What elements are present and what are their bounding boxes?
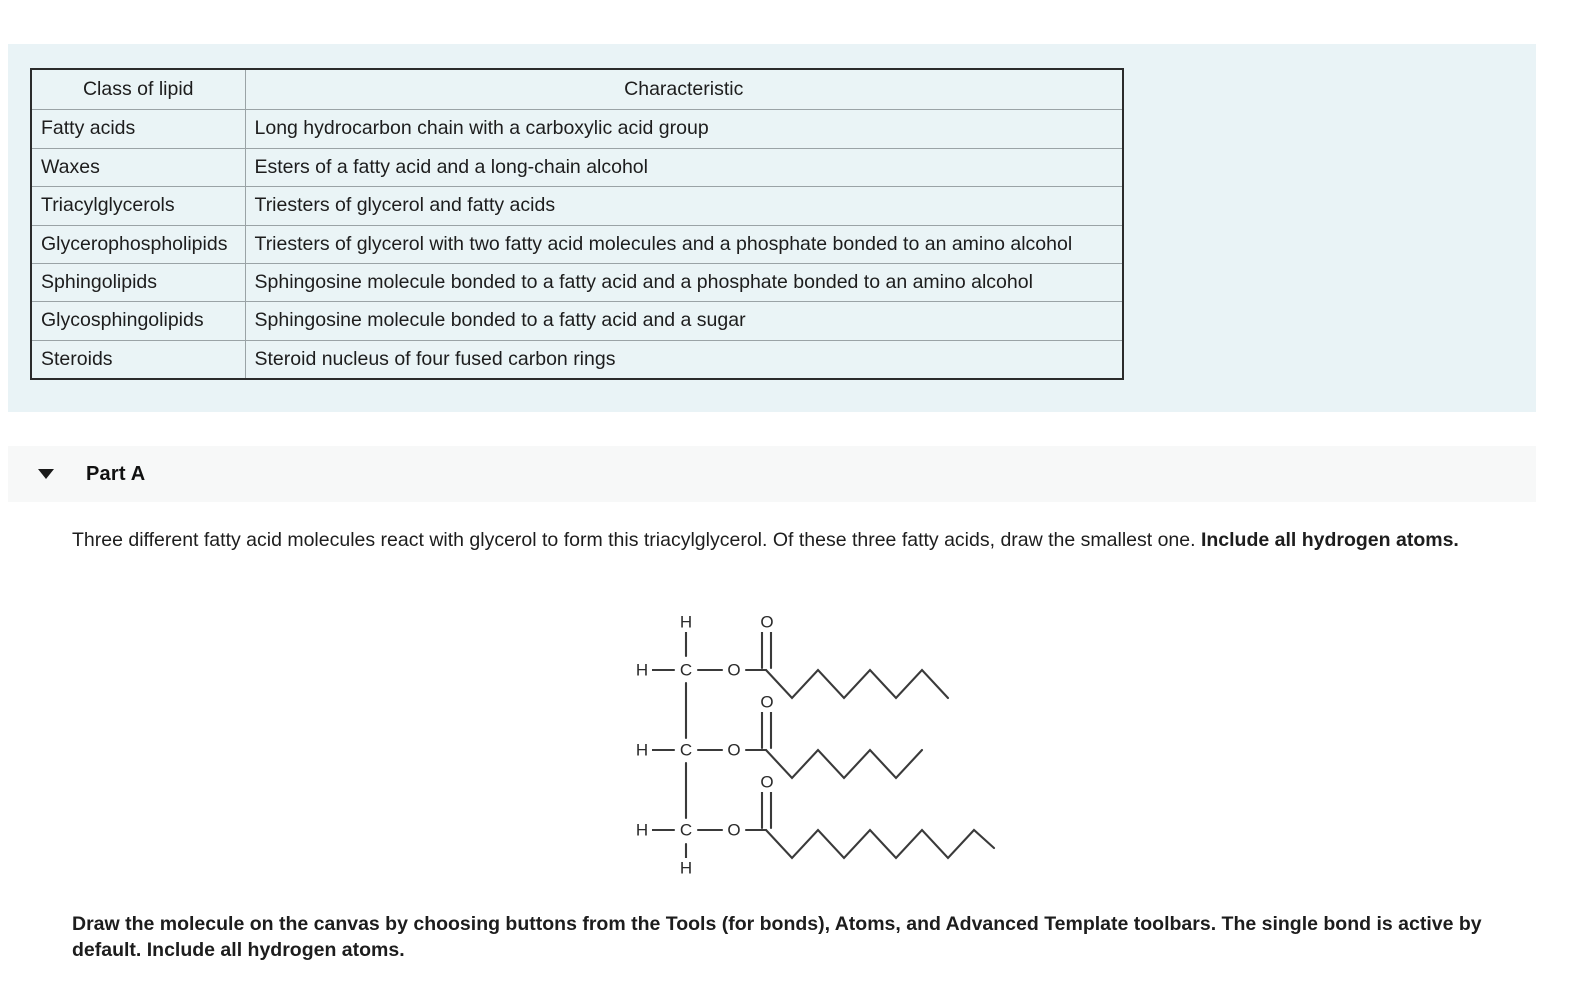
atom-label-hydrogen: H [636,741,648,760]
cell-lipid-characteristic: Esters of a fatty acid and a long-chain … [244,147,1124,188]
cell-lipid-class: Steroids [30,339,246,380]
question-prompt: Three different fatty acid molecules rea… [72,527,1492,553]
label-bg [676,660,696,680]
table-row: Glycosphingolipids Sphingosine molecule … [30,301,1124,341]
chain-1-zigzag [764,668,950,700]
label-bg [757,692,777,712]
chain-3-zigzag [764,828,996,860]
atom-label-carbon: C [680,661,692,680]
lipid-info-panel: Class of lipid Characteristic Fatty acid… [8,44,1536,412]
table-row: Glycerophospholipids Triesters of glycer… [30,224,1124,264]
atom-label-oxygen: O [727,661,740,680]
cell-lipid-characteristic: Long hydrocarbon chain with a carboxylic… [244,109,1124,149]
atom-label-carbon: C [680,741,692,760]
molecule-bonds [650,630,996,870]
label-bg [676,612,696,632]
cell-lipid-class: Glycerophospholipids [30,224,246,264]
atom-label-carbon: C [680,821,692,840]
cell-lipid-characteristic: Triesters of glycerol with two fatty aci… [244,224,1124,264]
cell-lipid-class: Glycosphingolipids [30,301,246,341]
atom-label-hydrogen: H [636,661,648,680]
label-bg [724,660,744,680]
cell-lipid-class: Triacylglycerols [30,186,246,226]
label-bg [724,820,744,840]
label-bg [676,820,696,840]
prompt-emphasis: Include all hydrogen atoms. [1200,529,1459,551]
label-bg [757,612,777,632]
atom-label-oxygen: O [760,613,773,632]
triacylglycerol-structure: C C C H H H H H O O O O [600,598,1020,888]
atom-label-oxygen: O [727,741,740,760]
atom-label-hydrogen: H [636,821,648,840]
part-a-header[interactable]: Part A [8,446,1536,502]
column-header-characteristic: Characteristic [244,68,1124,111]
lipid-class-table: Class of lipid Characteristic Fatty acid… [30,68,1124,380]
cell-lipid-characteristic: Triesters of glycerol and fatty acids [244,186,1124,226]
label-bg [724,740,744,760]
label-bg [632,820,652,840]
table-header-row: Class of lipid Characteristic [30,68,1124,111]
label-bg [676,740,696,760]
cell-lipid-class: Sphingolipids [30,262,246,303]
table-row: Triacylglycerols Triesters of glycerol a… [30,186,1124,226]
table-body: Class of lipid Characteristic Fatty acid… [30,68,1124,380]
table-row: Steroids Steroid nucleus of four fused c… [30,339,1124,380]
table-row: Waxes Esters of a fatty acid and a long-… [30,147,1124,188]
caret-down-icon[interactable] [38,469,54,479]
molecule-atom-labels: C C C H H H H H O O O O [632,612,777,878]
table-row: Sphingolipids Sphingosine molecule bonde… [30,262,1124,303]
atom-label-oxygen: O [727,821,740,840]
atom-label-hydrogen: H [680,859,692,878]
cell-lipid-class: Waxes [30,147,246,188]
atom-label-oxygen: O [760,693,773,712]
atom-label-oxygen: O [760,773,773,792]
label-bg [632,660,652,680]
table-row: Fatty acids Long hydrocarbon chain with … [30,109,1124,149]
label-bg [632,740,652,760]
cell-lipid-characteristic: Steroid nucleus of four fused carbon rin… [244,339,1124,380]
cell-lipid-class: Fatty acids [30,109,246,149]
molecule-svg: C C C H H H H H O O O O [632,612,996,878]
column-header-class-of-lipid: Class of lipid [30,68,246,111]
chain-2-zigzag [764,748,924,780]
label-bg [676,858,696,878]
atom-label-hydrogen: H [680,613,692,632]
cell-lipid-characteristic: Sphingosine molecule bonded to a fatty a… [244,262,1124,303]
part-title: Part A [86,462,146,485]
drawing-instructions: Draw the molecule on the canvas by choos… [72,913,1482,962]
cell-lipid-characteristic: Sphingosine molecule bonded to a fatty a… [244,301,1124,341]
prompt-text: Three different fatty acid molecules rea… [72,529,1201,551]
label-bg [757,772,777,792]
